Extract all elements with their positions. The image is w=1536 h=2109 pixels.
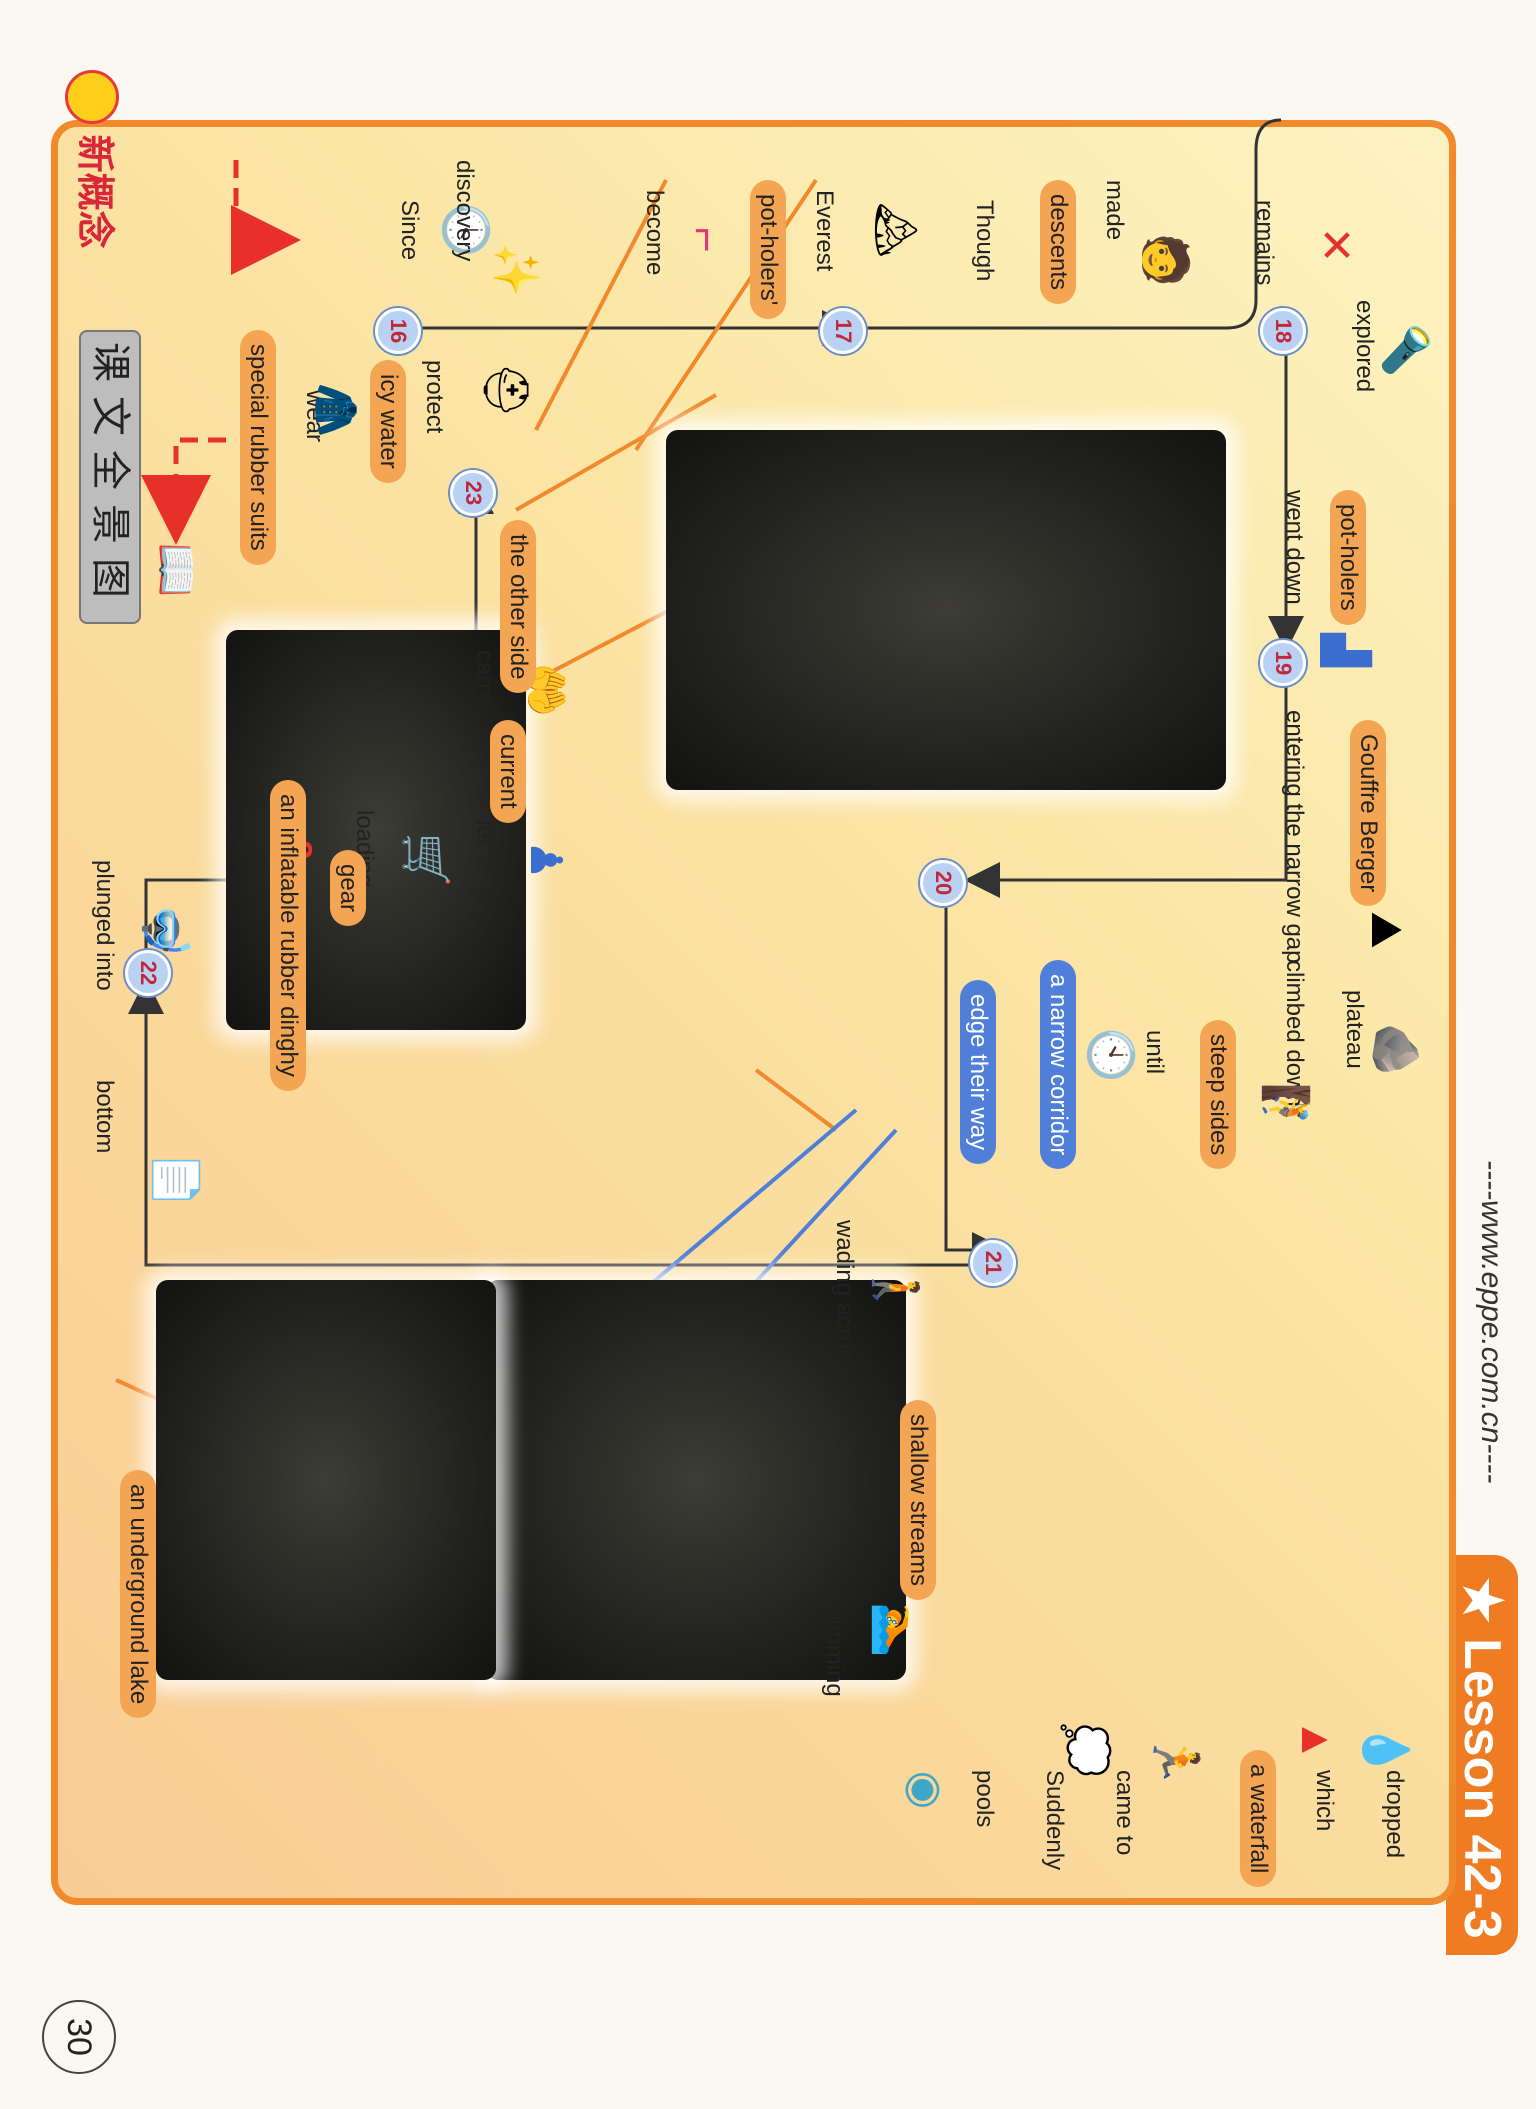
word-rubber-suits: special rubber suits (240, 330, 276, 565)
swimmer-icon: 🏊 (871, 1602, 920, 1658)
word-let: let (471, 820, 498, 846)
dashed-start-arrow (231, 160, 301, 275)
word-dropped: dropped (1381, 1770, 1408, 1859)
step-node-23: 23 (450, 470, 496, 516)
bracket-icon: ⌐ (682, 227, 731, 253)
mountain-icon: 🏔 (871, 202, 920, 258)
word-pools: pools (971, 1770, 998, 1828)
word-plunged-into: plunged into (91, 860, 118, 991)
stairs-icon: ▟ (1321, 633, 1371, 667)
crossed-arrows-icon: ✕ (1311, 226, 1361, 264)
until-clock-icon: 🕙 (1086, 1027, 1135, 1083)
diver-icon: 🤿 (141, 902, 190, 958)
person-icon: 🧑 (1141, 232, 1190, 288)
word-potholers-poss: pot-holers' (750, 180, 786, 320)
step-node-17: 17 (820, 308, 866, 354)
word-icy-water: icy water (370, 360, 406, 483)
wading-icon: 🚶 (871, 1262, 920, 1318)
word-explored: explored (1351, 300, 1378, 393)
word-protect: protect (421, 360, 448, 434)
word-swimming: swimming (821, 1590, 848, 1697)
word-discovery: discovery (451, 160, 478, 262)
word-until: until (1141, 1030, 1168, 1075)
path-17-18 (846, 118, 1282, 330)
shapes-icon: ▲ (1292, 1718, 1341, 1762)
path-21-22 (128, 978, 996, 1267)
word-gear: gear (330, 850, 366, 927)
word-though: Though (971, 200, 998, 282)
word-edge: edge their way (960, 980, 996, 1165)
drops-icon: 💧 (1361, 1722, 1410, 1778)
word-become: become (641, 190, 668, 276)
step-node-19: 19 (1260, 640, 1306, 686)
sparkle-icon: ✨ (491, 242, 540, 298)
word-and: and (221, 810, 248, 851)
explorer-icon: 🔦 (1381, 322, 1430, 378)
word-potholers: pot-holers (1330, 490, 1366, 625)
gap-icon: ⛰ (1362, 911, 1411, 949)
word-remains: remains (1251, 200, 1278, 286)
word-wading: wading across (831, 1220, 858, 1374)
word-carry: carry (471, 650, 498, 704)
climber-icon: 🧗 (1261, 1082, 1310, 1138)
word-narrow-corridor: a narrow corridor (1040, 960, 1076, 1170)
figure-icon: ♟ (521, 840, 571, 880)
word-inflatable: an inflatable rubber dinghy (270, 780, 306, 1091)
word-current: current (490, 720, 526, 823)
word-which: which (1311, 1770, 1338, 1832)
word-other-side: the other side (500, 520, 536, 694)
word-plateau: plateau (1341, 990, 1368, 1069)
word-since: Since (396, 200, 423, 261)
word-shallow-streams: shallow streams (900, 1400, 936, 1601)
paper-stack-icon: 📄 (151, 1152, 200, 1208)
dashed-end-arrow (141, 437, 226, 545)
pool-icon: ◉ (901, 1770, 951, 1810)
word-bottom: bottom (91, 1080, 118, 1154)
word-gouffre-berger: Gouffre Berger (1350, 720, 1386, 907)
word-steep-sides: steep sides (1200, 1020, 1236, 1170)
word-entering: entering the narrow gap (1281, 710, 1308, 964)
step-node-16: 16 (375, 308, 421, 354)
book-icon: 📖 (151, 542, 200, 598)
path-19-20 (964, 680, 1288, 898)
surprise-icon: 💭 (1061, 1722, 1110, 1778)
word-suddenly: Suddenly (1041, 1770, 1068, 1871)
word-underground-lake: an underground lake (120, 1470, 156, 1719)
step-node-18: 18 (1260, 308, 1306, 354)
rock-icon: 🪨 (1371, 1022, 1420, 1078)
cave-photo-descent (666, 430, 1226, 790)
word-made: made (1101, 180, 1128, 241)
word-descents: descents (1040, 180, 1076, 305)
arrival-icon: 🏃 (1151, 1732, 1200, 1788)
cave-photo-lake (156, 1280, 496, 1680)
word-came-to: came to (1111, 1770, 1138, 1856)
word-went-down: went down (1281, 490, 1308, 605)
step-node-21: 21 (970, 1240, 1016, 1286)
word-everest: Everest (811, 190, 838, 272)
suit-icon: 🧥 (311, 382, 360, 438)
helmet-icon: ⛑ (481, 362, 530, 418)
step-node-20: 20 (920, 860, 966, 906)
cart-icon: 🛒 (401, 832, 450, 888)
word-waterfall: a waterfall (1240, 1750, 1276, 1888)
